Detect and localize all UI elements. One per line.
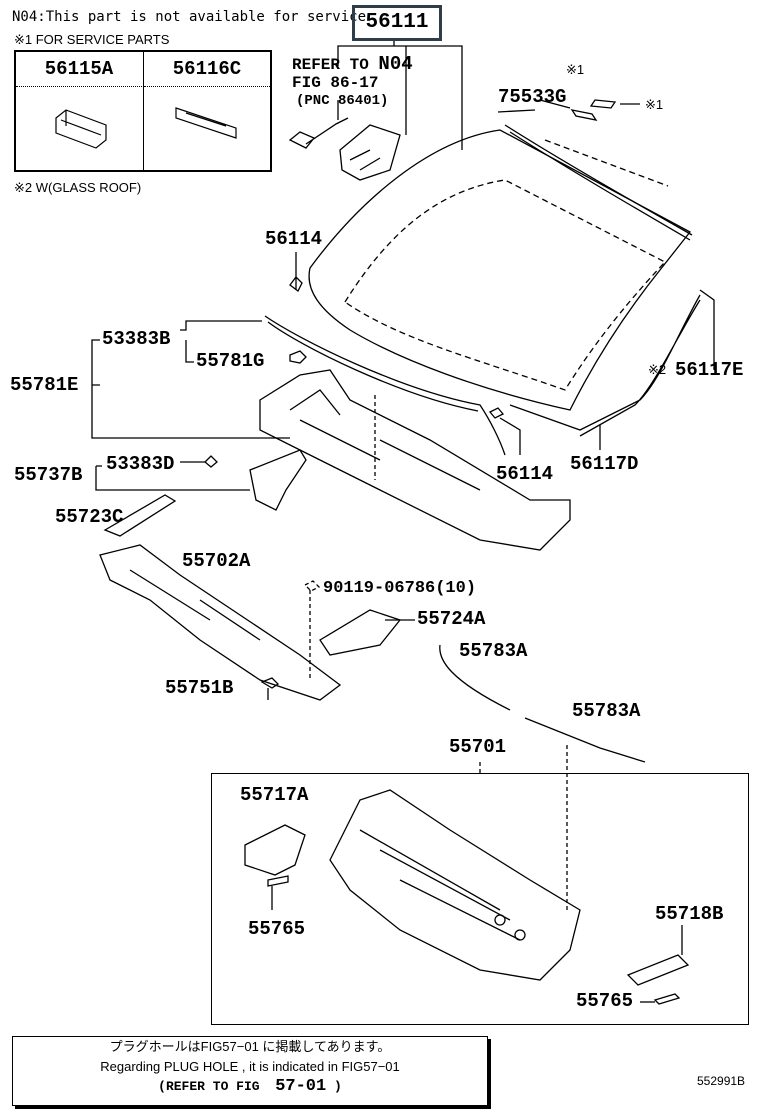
- part-56117D[interactable]: 56117D: [570, 453, 639, 475]
- figure-id: 552991B: [697, 1074, 746, 1088]
- part-55765[interactable]: 55765: [248, 918, 306, 940]
- bracket-55717A: [244, 824, 306, 876]
- part-55751B[interactable]: 55751B: [165, 677, 234, 699]
- bracket-55724A: [319, 609, 402, 656]
- mark-1-b: ※1: [645, 97, 664, 112]
- part-56115A[interactable]: 56115A: [16, 52, 142, 87]
- part-55783A-b[interactable]: 55783A: [572, 700, 641, 722]
- footer-note-box: プラグホールはFIG57−01 に掲載してあります。 Regarding PLU…: [12, 1036, 488, 1106]
- seal-53383D: [204, 455, 218, 468]
- part-55723C[interactable]: 55723C: [55, 506, 124, 528]
- rain-sensor-part: [288, 117, 401, 181]
- part-55765-b[interactable]: 55765: [576, 990, 634, 1012]
- footer-refer-fig[interactable]: 57-01: [275, 1077, 327, 1096]
- pad-55765: [267, 875, 289, 887]
- moulding-75533G: [504, 124, 693, 241]
- clip-55751B: [260, 677, 280, 700]
- part-53383D[interactable]: 53383D: [106, 453, 175, 475]
- refer-line-2: FIG 86-17: [292, 74, 379, 92]
- service-parts-note: ※1 FOR SERVICE PARTS: [14, 32, 170, 47]
- part-56116C[interactable]: 56116C: [144, 52, 270, 87]
- part-75533G[interactable]: 75533G: [498, 86, 567, 108]
- clip-56114: [289, 252, 303, 292]
- leader-56111: [337, 38, 463, 150]
- part-90119-06786[interactable]: 90119-06786(10): [323, 579, 477, 598]
- part-55737B[interactable]: 55737B: [14, 464, 83, 486]
- bracket-55737B: [249, 449, 307, 511]
- part-56114[interactable]: 56114: [265, 228, 323, 250]
- cowl-assembly-55701: [329, 789, 581, 981]
- part-56117E[interactable]: 56117E: [675, 359, 744, 381]
- windshield-glass: [308, 129, 691, 411]
- weatherstrip-53383B: [264, 315, 506, 456]
- refer-code[interactable]: N04: [378, 53, 413, 75]
- clip-icon-56116C: [175, 107, 237, 139]
- bracket-55718B: [626, 954, 690, 986]
- part-56114-b[interactable]: 56114: [496, 463, 554, 485]
- footer-jp: プラグホールはFIG57−01 に掲載してあります。: [109, 1039, 391, 1054]
- part-56111[interactable]: 56111: [352, 5, 442, 41]
- part-55781E[interactable]: 55781E: [10, 374, 79, 396]
- glass-roof-note: ※2 W(GLASS ROOF): [14, 180, 142, 195]
- seal-55783A-b: [524, 717, 646, 763]
- brace-55702A: [99, 544, 342, 701]
- pad-55765-b: [653, 993, 681, 1005]
- footer-en: Regarding PLUG HOLE , it is indicated in…: [100, 1059, 400, 1074]
- bracket-55723C: [103, 494, 177, 537]
- bolt-90119: [303, 580, 321, 680]
- part-55701[interactable]: 55701: [449, 736, 507, 758]
- part-55724A[interactable]: 55724A: [417, 608, 486, 630]
- clip-icon-56115A: [55, 109, 107, 149]
- sub-assembly-frame: [211, 773, 749, 1025]
- clip-55781G: [289, 350, 307, 364]
- refer-line-1: REFER TO N04: [292, 53, 413, 75]
- part-55702A[interactable]: 55702A: [182, 550, 251, 572]
- mark-2: ※2: [648, 362, 667, 377]
- footer-refer: (REFER TO FIG 57-01 ): [158, 1077, 342, 1096]
- clip-56114-b: [488, 407, 521, 455]
- cowl-panel: [259, 369, 571, 551]
- part-55717A[interactable]: 55717A: [240, 784, 309, 806]
- part-55781G[interactable]: 55781G: [196, 350, 265, 372]
- seal-55783A-a: [439, 644, 511, 711]
- header-note: N04:This part is not available for servi…: [12, 9, 367, 25]
- part-55783A[interactable]: 55783A: [459, 640, 528, 662]
- mark-1: ※1: [566, 62, 585, 77]
- part-53383B[interactable]: 53383B: [102, 328, 171, 350]
- part-55718B[interactable]: 55718B: [655, 903, 724, 925]
- moulding-56117D: [509, 294, 701, 437]
- refer-line-3: (PNC 86401): [296, 93, 389, 109]
- service-parts-table: 56115A 56116C: [14, 50, 272, 172]
